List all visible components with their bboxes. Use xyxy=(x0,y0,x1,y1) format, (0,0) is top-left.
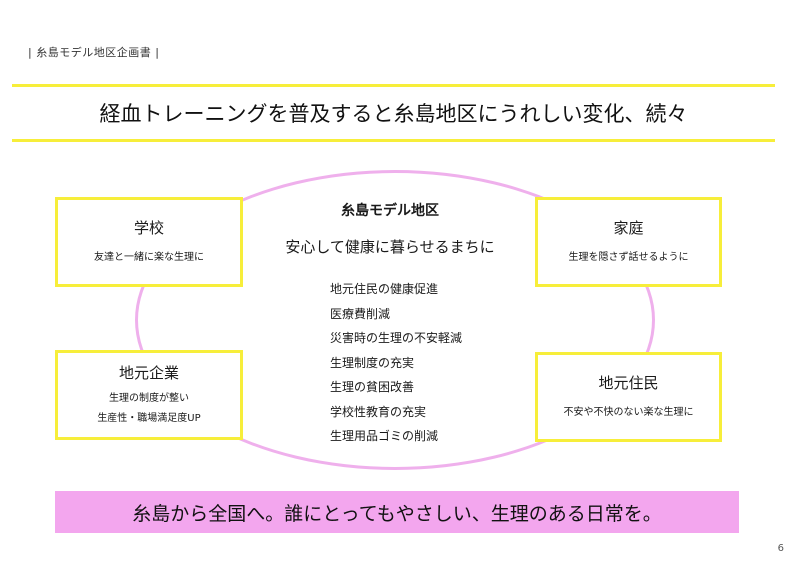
benefit-item: 生理制度の充実 xyxy=(330,355,415,370)
box-business-title: 地元企業 xyxy=(118,363,179,382)
footer-message: 糸島から全国へ。誰にとってもやさしい、生理のある日常を。 xyxy=(132,502,662,525)
benefit-item: 災害時の生理の不安軽減 xyxy=(330,331,463,345)
benefit-item: 学校性教育の充実 xyxy=(330,404,427,419)
box-home-title: 家庭 xyxy=(613,218,644,237)
district-name: 糸島モデル地区 xyxy=(341,203,439,219)
benefit-item: 医療費削減 xyxy=(330,306,391,321)
title-band: 経血トレーニングを普及すると糸島地区にうれしい変化、続々 xyxy=(12,84,775,142)
page-number: 6 xyxy=(777,543,784,554)
center-content: 糸島モデル地区 安心して健康に暮らせるまちに 地元住民の健康促進 医療費削減 災… xyxy=(250,200,530,449)
benefit-item: 生理の貧困改善 xyxy=(330,380,415,394)
box-business: 地元企業 生理の制度が整い 生産性・職場満足度UP xyxy=(55,350,243,440)
box-school-title: 学校 xyxy=(133,218,164,237)
footer-band: 糸島から全国へ。誰にとってもやさしい、生理のある日常を。 xyxy=(55,491,739,533)
box-residents: 地元住民 不安や不快のない楽な生理に xyxy=(535,352,722,442)
box-home-text: 生理を隠さず話せるように xyxy=(568,251,689,263)
box-home: 家庭 生理を隠さず話せるように xyxy=(535,197,722,287)
benefit-list: 地元住民の健康促進 医療費削減 災害時の生理の不安軽減 生理制度の充実 生理の貧… xyxy=(250,277,530,449)
box-school-text: 友達と一緒に楽な生理に xyxy=(94,251,204,263)
box-residents-title: 地元住民 xyxy=(598,373,659,392)
header-label: | 糸島モデル地区企画書 | xyxy=(28,46,160,59)
benefit-item: 生理用品ゴミの削減 xyxy=(330,429,439,443)
box-residents-text: 不安や不快のない楽な生理に xyxy=(563,406,694,418)
box-business-text-1: 生理の制度が整い xyxy=(109,392,189,404)
box-business-text-2: 生産性・職場満足度UP xyxy=(97,412,201,424)
box-school: 学校 友達と一緒に楽な生理に xyxy=(55,197,243,287)
benefit-item: 地元住民の健康促進 xyxy=(330,282,439,296)
district-slogan: 安心して健康に暮らせるまちに xyxy=(285,238,495,256)
slide-title: 経血トレーニングを普及すると糸島地区にうれしい変化、続々 xyxy=(99,102,688,126)
